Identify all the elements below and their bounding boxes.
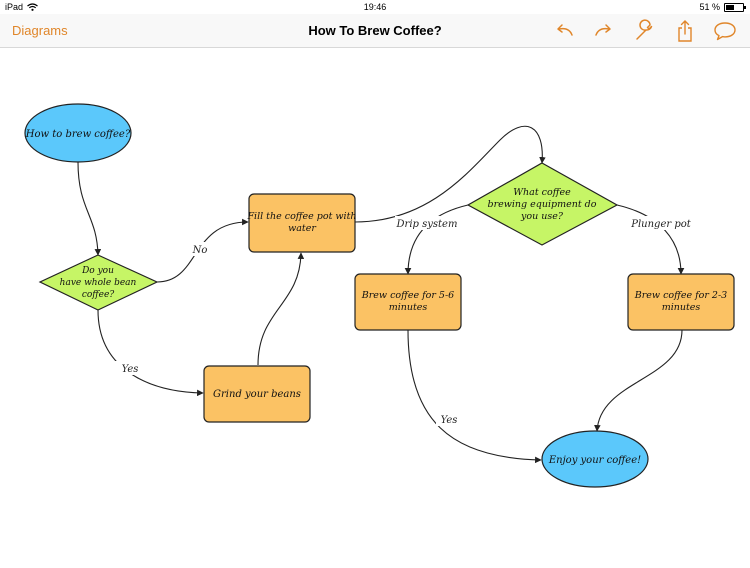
node-grind-beans[interactable]: Grind your beans bbox=[203, 365, 311, 423]
node-decision-equipment[interactable]: What coffee brewing equipment do you use… bbox=[466, 162, 619, 246]
decision-beans-line-1: Do you bbox=[81, 266, 114, 276]
wifi-icon bbox=[27, 3, 38, 11]
fill-pot-line-1: Fill the coffee pot with bbox=[246, 211, 356, 222]
connector-grind-to-fill[interactable] bbox=[257, 252, 305, 366]
label-drip-system: Drip system bbox=[396, 219, 458, 230]
connector-start-to-beans[interactable] bbox=[77, 161, 102, 256]
node-brew-drip[interactable]: Brew coffee for 5-6 minutes bbox=[354, 273, 462, 331]
carrier-label: iPad bbox=[5, 2, 24, 12]
connector-drip-to-end[interactable] bbox=[407, 329, 542, 464]
node-brew-plunger[interactable]: Brew coffee for 2-3 minutes bbox=[627, 273, 735, 331]
decision-beans-line-2: have whole bean bbox=[60, 278, 137, 288]
connector-fill-to-equipment[interactable] bbox=[354, 125, 546, 223]
undo-icon bbox=[557, 24, 573, 36]
comment-icon bbox=[714, 22, 736, 41]
battery-percent: 51 % bbox=[699, 2, 720, 12]
label-yes-grind: Yes bbox=[122, 364, 139, 375]
node-end-text: Enjoy your coffee! bbox=[548, 455, 641, 466]
node-fill-pot[interactable]: Fill the coffee pot with water bbox=[246, 193, 357, 253]
undo-button[interactable] bbox=[552, 19, 576, 43]
settings-button[interactable] bbox=[633, 19, 657, 43]
connector-plunger-to-end[interactable] bbox=[594, 329, 683, 432]
clock: 19:46 bbox=[363, 2, 387, 12]
label-yes-enjoy: Yes bbox=[441, 415, 458, 426]
label-plunger-pot: Plunger pot bbox=[630, 219, 692, 230]
brew-drip-line-2: minutes bbox=[389, 302, 428, 313]
node-end[interactable]: Enjoy your coffee! bbox=[541, 430, 649, 488]
label-no: No bbox=[192, 245, 208, 256]
battery-icon bbox=[724, 2, 746, 12]
diagram-canvas[interactable]: No Yes Drip system Plunger pot Yes How t… bbox=[0, 48, 750, 563]
node-start[interactable]: How to brew coffee? bbox=[24, 103, 132, 163]
grind-text: Grind your beans bbox=[213, 389, 301, 400]
node-start-text: How to brew coffee? bbox=[25, 129, 131, 140]
comment-button[interactable] bbox=[713, 19, 737, 43]
flowchart: No Yes Drip system Plunger pot Yes How t… bbox=[24, 103, 735, 488]
brew-plunger-line-2: minutes bbox=[662, 302, 701, 313]
brew-drip-line-1: Brew coffee for 5-6 bbox=[361, 290, 454, 301]
connector-equipment-plunger[interactable] bbox=[616, 204, 685, 275]
connector-beans-yes-to-grind[interactable] bbox=[97, 309, 204, 397]
redo-icon bbox=[595, 24, 611, 36]
decision-equipment-line-2: brewing equipment do bbox=[488, 199, 597, 210]
share-icon bbox=[678, 20, 692, 42]
connector-equipment-drip[interactable] bbox=[404, 204, 469, 275]
fill-pot-line-2: water bbox=[288, 223, 317, 234]
node-decision-whole-bean[interactable]: Do you have whole bean coffee? bbox=[38, 254, 159, 311]
brew-plunger-line-1: Brew coffee for 2-3 bbox=[634, 290, 727, 301]
decision-equipment-line-1: What coffee bbox=[513, 187, 571, 198]
decision-beans-line-3: coffee? bbox=[82, 290, 114, 300]
redo-button[interactable] bbox=[592, 19, 616, 43]
share-button[interactable] bbox=[673, 19, 697, 43]
wrench-icon bbox=[636, 19, 653, 40]
status-bar: iPad 19:46 51 % bbox=[0, 0, 750, 14]
diagrams-back-button[interactable]: Diagrams bbox=[12, 23, 68, 38]
decision-equipment-line-3: you use? bbox=[520, 211, 564, 222]
navigation-bar: Diagrams How To Brew Coffee? bbox=[0, 14, 750, 48]
